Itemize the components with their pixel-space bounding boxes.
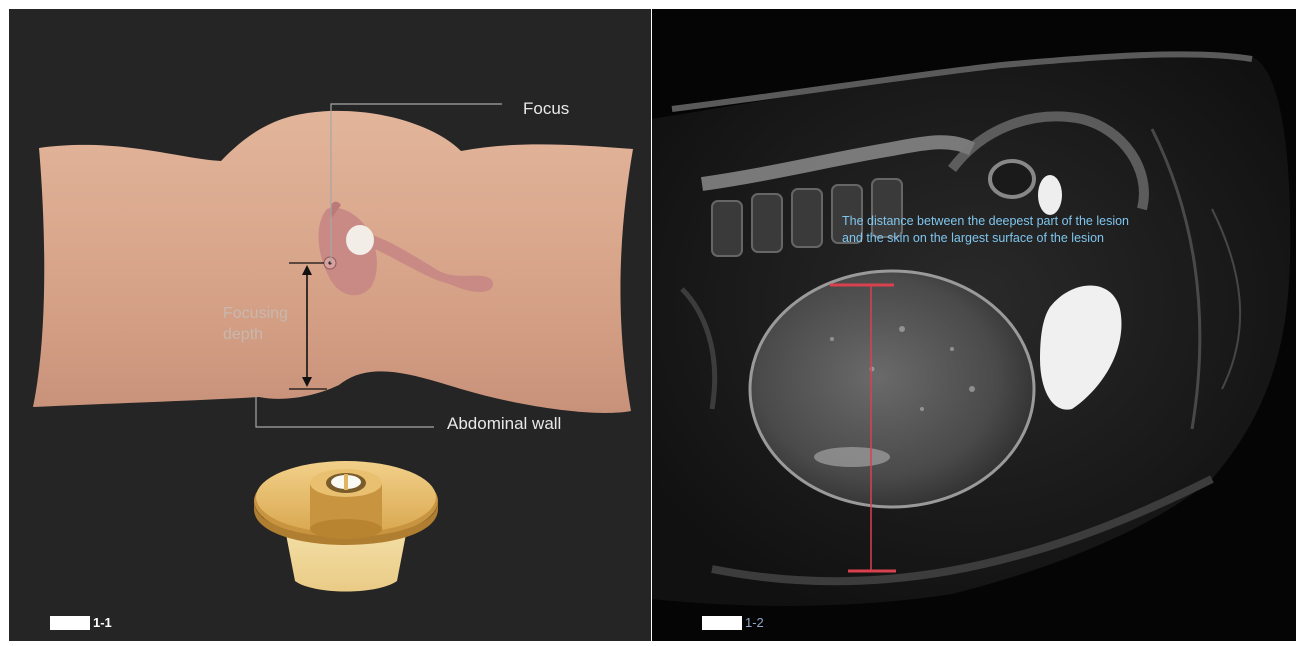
abdominal-wall-label: Abdominal wall	[447, 414, 561, 434]
figure-label-1-1: 1-1	[50, 615, 112, 630]
lesion-mass	[750, 271, 1034, 507]
focus-label: Focus	[523, 99, 569, 119]
mri-annotation: The distance between the deepest part of…	[842, 213, 1132, 247]
figure-label-box	[702, 616, 742, 630]
figure-number: 1-2	[745, 615, 764, 630]
schematic-panel: Focus Focusing depth Abdominal wall 1-1	[9, 9, 651, 641]
mri-image	[652, 9, 1296, 641]
figure-label-box	[50, 616, 90, 630]
figure-label-1-2: 1-2	[702, 615, 764, 630]
figure-number: 1-1	[93, 615, 112, 630]
mri-panel: The distance between the deepest part of…	[652, 9, 1296, 641]
focusing-depth-label: Focusing depth	[223, 303, 288, 345]
transducer-icon	[254, 461, 438, 592]
abdominal-wall-leader-line	[256, 396, 434, 427]
